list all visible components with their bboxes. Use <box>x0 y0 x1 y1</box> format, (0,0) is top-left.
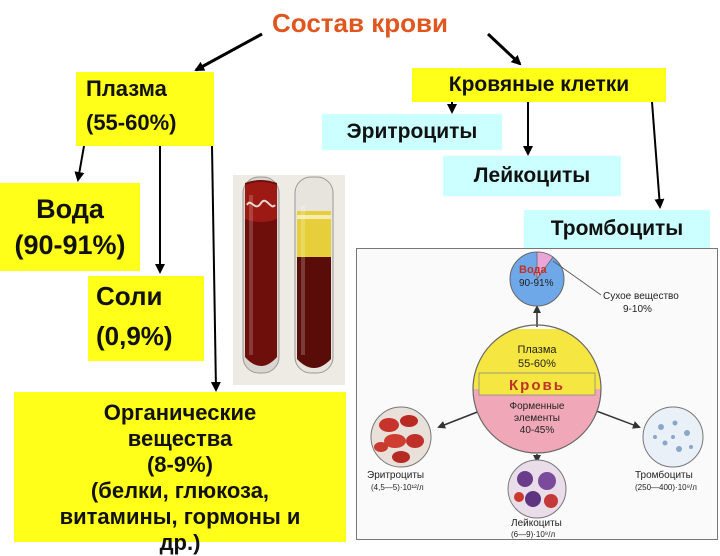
organic-line-4: (белки, глюкоза, <box>90 478 270 503</box>
blood-tube-right <box>294 176 334 374</box>
blood-cells-box: Кровяные клетки <box>412 68 666 102</box>
water-percent: (90-91%) <box>14 230 126 260</box>
dry-matter-title: Сухое вещество <box>603 291 679 302</box>
water-label: Вода <box>36 194 104 224</box>
erythrocytes-count: (4,5—5)·10¹²/л <box>371 483 424 492</box>
dry-matter-percent: 9-10% <box>623 304 652 315</box>
thrombocytes-label: Тромбоциты <box>635 469 693 481</box>
water-pie-percent: 90-91% <box>519 278 554 289</box>
diagram-arrow-right <box>590 408 641 429</box>
center-formed-line-1: Форменные <box>510 401 565 412</box>
thrombocytes-box: Тромбоциты <box>524 210 710 248</box>
center-formed-percent: 40-45% <box>520 425 555 436</box>
arrow-plasma-to-water <box>74 145 85 182</box>
organic-line-1: Органические <box>103 400 257 425</box>
water-pie-title: Вода <box>519 264 548 276</box>
diagram-canvas: Плазма 55-60% Кровь Форменные элементы 4… <box>367 251 704 539</box>
center-plasma-label: Плазма <box>517 344 557 356</box>
center-plasma-percent: 55-60% <box>518 358 556 370</box>
arrow-cells-to-thr <box>651 101 665 209</box>
plasma-box: Плазма (55-60%) <box>76 72 214 146</box>
leukocytes-circle <box>507 459 567 519</box>
arrow-title-to-plasma <box>194 32 263 72</box>
organic-substances-box: Органические вещества (8-9%) (белки, глю… <box>14 392 346 555</box>
salts-box: Соли (0,9%) <box>88 276 204 361</box>
dry-matter-pointer <box>552 260 602 296</box>
center-formed-line-2: элементы <box>514 413 560 424</box>
leukocytes-label: Лейкоциты <box>511 518 562 529</box>
center-circle <box>472 324 602 454</box>
connector-arrows <box>74 32 665 392</box>
salts-label: Соли <box>96 281 163 311</box>
thrombocytes-circle <box>642 406 704 468</box>
plasma-percent: (55-60%) <box>86 110 177 135</box>
erythrocytes-circle <box>370 406 432 468</box>
thrombocytes-count: (250—400)·10⁹/л <box>635 483 697 492</box>
organic-line-3: (8-9%) <box>146 452 213 477</box>
salts-percent: (0,9%) <box>96 321 173 351</box>
center-blood-word: Кровь <box>509 377 565 394</box>
organic-line-2: вещества <box>127 426 233 451</box>
organic-line-5: витамины, гормоны и <box>59 504 301 529</box>
erythrocytes-box: Эритроциты <box>322 114 502 150</box>
arrow-plasma-to-organic <box>210 145 221 392</box>
water-pie <box>509 251 565 307</box>
blood-tube-left <box>242 176 280 374</box>
page-title: Состав крови <box>272 8 448 38</box>
test-tubes-photo <box>233 175 345 385</box>
leukocytes-count: (6—9)·10⁹/л <box>511 530 555 539</box>
arrow-title-to-cells <box>486 32 522 66</box>
organic-line-6: др.) <box>159 530 201 555</box>
blood-composition-diagram: Плазма 55-60% Кровь Форменные элементы 4… <box>356 248 718 540</box>
water-box: Вода (90-91%) <box>0 183 140 271</box>
erythrocytes-label: Эритроциты <box>367 470 424 481</box>
plasma-label: Плазма <box>86 76 167 101</box>
leukocytes-box: Лейкоциты <box>443 156 621 196</box>
